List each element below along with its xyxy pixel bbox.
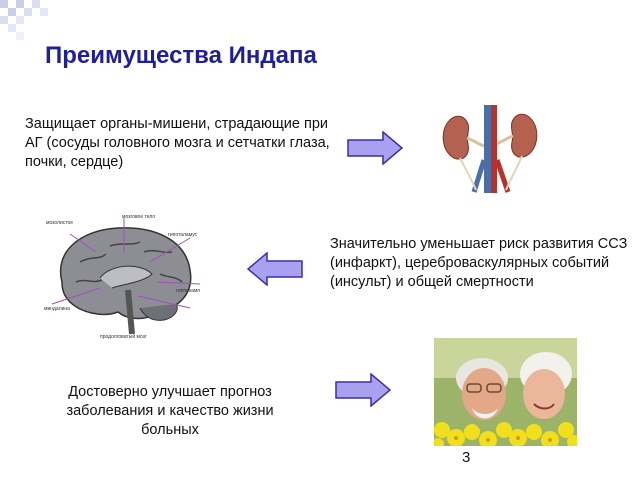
- svg-text:продолговатый мозг: продолговатый мозг: [100, 333, 147, 340]
- svg-text:мозолистое: мозолистое: [46, 220, 73, 226]
- slide-title: Преимущества Индапа: [45, 42, 317, 69]
- kidneys-illustration: [442, 105, 538, 193]
- page-number: 3: [462, 449, 471, 466]
- benefit-text-risk-reduction: Значительно уменьшает риск развития ССЗ …: [330, 236, 628, 290]
- right-arrow-icon: [335, 373, 391, 407]
- left-arrow-icon: [247, 252, 303, 286]
- svg-text:мозговое тело: мозговое тело: [122, 214, 155, 220]
- benefit-text-organ-protection: Защищает органы-мишени, страдающие при А…: [25, 116, 330, 170]
- svg-text:гиппокамп: гиппокамп: [176, 288, 200, 294]
- svg-text:гипоталамус: гипоталамус: [168, 232, 198, 238]
- svg-text:миндалина: миндалина: [44, 306, 70, 312]
- elderly-couple-photo: [434, 338, 577, 446]
- decorative-squares: [0, 0, 48, 40]
- benefit-text-prognosis: Достоверно улучшает прогноз заболевания …: [66, 384, 274, 438]
- right-arrow-icon: [347, 131, 403, 165]
- brain-illustration: мозолистое мозговое тело гипоталамус гип…: [44, 214, 200, 340]
